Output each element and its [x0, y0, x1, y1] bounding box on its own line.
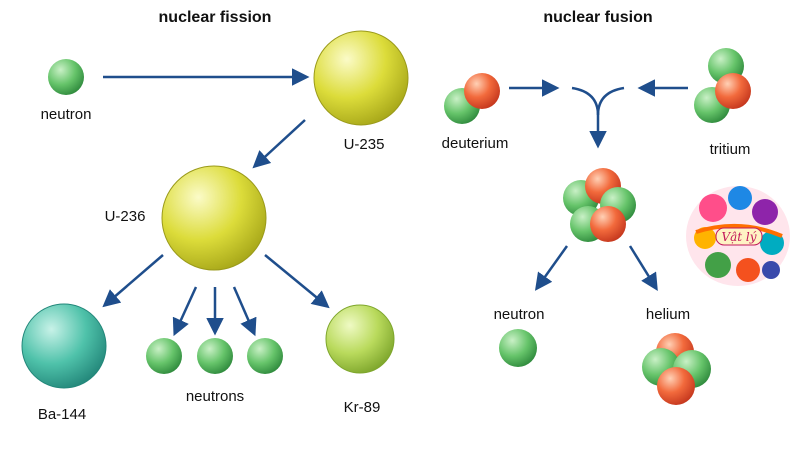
label-neutron: neutron — [41, 106, 92, 123]
logo-ball-3 — [752, 199, 778, 225]
label-u236: U-236 — [105, 208, 146, 225]
incoming-neutron — [48, 59, 84, 95]
label-neutrons: neutrons — [186, 388, 244, 405]
vat-ly-logo: Vật lý — [686, 186, 790, 286]
logo-swirl — [695, 223, 783, 238]
logo-ball-8 — [762, 261, 780, 279]
logo-ball-2 — [728, 186, 752, 210]
compound-proton-2 — [590, 206, 626, 242]
fusion-section: deuterium tritium neutron helium — [442, 48, 790, 405]
logo-ball-1 — [699, 194, 727, 222]
fusion-arrows — [509, 79, 688, 291]
arrow-u236-to-kr89 — [264, 254, 330, 309]
ba144-nucleus — [21, 303, 107, 389]
label-u235: U-235 — [344, 136, 385, 153]
u236-nucleus — [161, 165, 267, 271]
released-neutron-1 — [146, 338, 182, 374]
compound-nucleus — [563, 168, 636, 242]
logo-ball-7 — [736, 258, 760, 282]
arrow-u236-to-neutron-1 — [172, 286, 198, 337]
label-deuterium: deuterium — [442, 135, 509, 152]
logo-ball-6 — [705, 252, 731, 278]
helium-proton-2 — [657, 367, 695, 405]
arrow-u236-to-neutron-3 — [232, 286, 257, 337]
label-tritium: tritium — [710, 141, 751, 158]
tritium-proton — [715, 73, 751, 109]
u235-nucleus — [313, 30, 409, 126]
label-kr89: Kr-89 — [344, 399, 381, 416]
deuterium-nucleus — [444, 73, 500, 124]
label-ba144: Ba-144 — [38, 406, 86, 423]
arrow-u236-to-ba144 — [102, 254, 164, 308]
label-fusion-neutron: neutron — [494, 306, 545, 323]
fission-title: nuclear fission — [159, 9, 272, 26]
fission-arrows — [102, 68, 330, 337]
arrow-u235-to-u236 — [252, 119, 306, 169]
label-helium: helium — [646, 306, 690, 323]
released-neutron-3 — [247, 338, 283, 374]
logo-text: Vật lý — [721, 230, 756, 244]
fusion-neutron — [499, 329, 537, 367]
arrow-to-neutron — [534, 245, 569, 291]
fusion-title: nuclear fusion — [543, 9, 652, 26]
released-neutron-2 — [197, 338, 233, 374]
logo-banner — [715, 227, 763, 246]
tritium-nucleus — [694, 48, 751, 123]
helium-nucleus — [642, 333, 711, 405]
fission-section: neutron U-235 U-236 Ba-144 neutrons Kr-8… — [21, 30, 409, 423]
kr89-nucleus — [325, 304, 395, 374]
arrow-to-helium — [628, 245, 658, 291]
deuterium-proton — [464, 73, 500, 109]
logo-ball-5 — [760, 231, 784, 255]
arrow-merge — [571, 86, 625, 116]
